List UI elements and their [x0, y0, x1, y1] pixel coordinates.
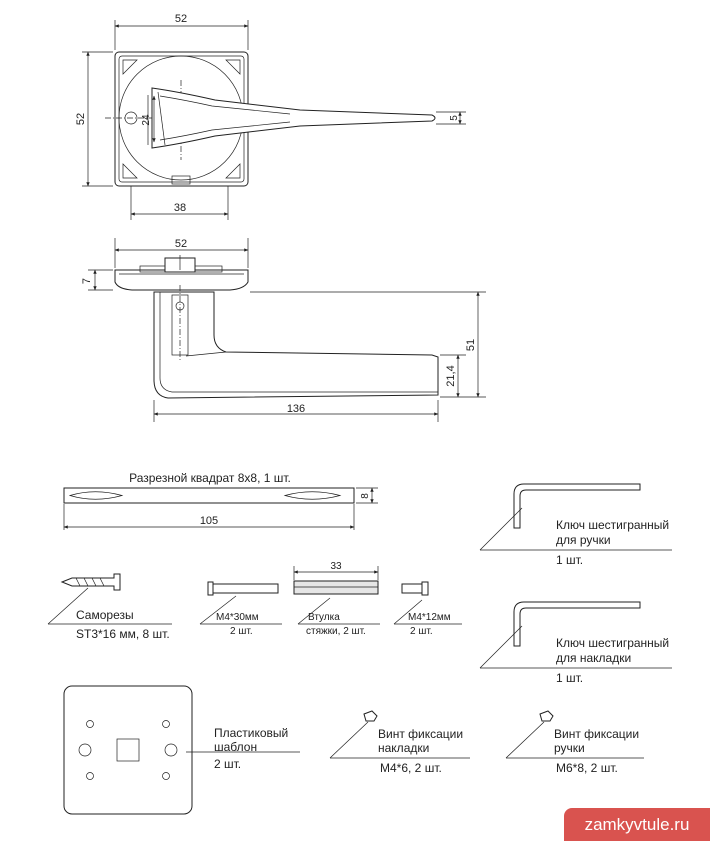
bolt-m4x30: М4*30мм 2 шт.: [199, 581, 282, 637]
hex-key-rose-qty: 1 шт.: [556, 671, 583, 685]
coupling-sleeve: 33 Втулка стяжки, 2 шт.: [293, 561, 380, 637]
bolt-m4x12: М4*12мм 2 шт.: [393, 581, 462, 637]
site-watermark: zamkyvtule.ru: [564, 808, 710, 841]
sleeve-icon: [293, 580, 379, 595]
hex-key-handle-label-2: для ручки: [556, 533, 611, 547]
template-label-1: Пластиковый: [214, 726, 288, 740]
template-icon: [63, 685, 193, 815]
set-screw-rose-label-2: накладки: [378, 741, 429, 755]
bolt-short-label: М4*12мм: [408, 612, 451, 623]
spindle-dim-length: 105: [200, 515, 218, 527]
set-screw-rose-label-1: Винт фиксации: [378, 727, 463, 741]
dim-rose-depth: 7: [81, 278, 93, 284]
screws-qty: ST3*16 мм, 8 шт.: [76, 627, 170, 641]
lever-top: [151, 87, 436, 149]
set-screw-rose-qty: М4*6, 2 шт.: [380, 761, 442, 775]
hex-key-handle-label-1: Ключ шестигранный: [556, 518, 669, 532]
dim-spindle: 24: [141, 114, 152, 126]
hex-key-handle: Ключ шестигранный для ручки 1 шт.: [479, 483, 672, 567]
split-spindle: Разрезной квадрат 8х8, 1 шт. 105 8: [63, 471, 378, 530]
bolt-short-qty: 2 шт.: [410, 626, 433, 637]
side-view: 52 7 51 21,4 136: [81, 238, 486, 422]
set-screw-handle-icon: [539, 710, 554, 722]
sleeve-dim-length: 33: [330, 561, 342, 572]
sleeve-qty: стяжки, 2 шт.: [306, 626, 366, 637]
dim-lever-thickness: 5: [449, 115, 460, 121]
hex-key-handle-icon: [513, 483, 641, 529]
dim-length: 136: [287, 403, 305, 415]
spindle-label: Разрезной квадрат 8х8, 1 шт.: [129, 471, 291, 485]
set-screw-handle-label-2: ручки: [554, 741, 585, 755]
bolt-long-icon: [207, 583, 279, 594]
dim-top-width: 52: [175, 13, 187, 25]
dim-lever-height: 21,4: [445, 365, 457, 386]
hex-key-rose-label-2: для накладки: [556, 651, 631, 665]
template-qty: 2 шт.: [214, 757, 241, 771]
bolt-long-label: М4*30мм: [216, 612, 259, 623]
template-label-2: шаблон: [214, 740, 257, 754]
set-screw-handle: Винт фиксации ручки М6*8, 2 шт.: [505, 710, 644, 775]
set-screw-rose-icon: [363, 710, 378, 722]
spindle-dim-size: 8: [360, 493, 371, 499]
hex-key-handle-qty: 1 шт.: [556, 553, 583, 567]
sleeve-label: Втулка: [308, 612, 340, 623]
hex-key-rose: Ключ шестигранный для накладки 1 шт.: [479, 601, 672, 685]
rose-side: [114, 269, 249, 291]
plastic-template: Пластиковый шаблон 2 шт.: [63, 685, 300, 815]
lever-side: [153, 291, 439, 399]
spindle-bar: [63, 487, 355, 504]
hex-key-rose-icon: [513, 601, 641, 647]
screws-label: Саморезы: [76, 608, 134, 622]
set-screw-handle-label-1: Винт фиксации: [554, 727, 639, 741]
set-screw-rose: Винт фиксации накладки М4*6, 2 шт.: [329, 710, 470, 775]
dim-side-width: 52: [175, 238, 187, 250]
dim-top-height: 52: [75, 113, 87, 125]
top-view: 52 52 24 5 38: [75, 13, 466, 220]
self-tapping-screws: Саморезы ST3*16 мм, 8 шт.: [47, 573, 172, 641]
set-screw-handle-qty: М6*8, 2 шт.: [556, 761, 618, 775]
bolt-long-qty: 2 шт.: [230, 626, 253, 637]
dim-rose-inner: 38: [174, 202, 186, 214]
screw-icon: [60, 573, 121, 591]
dim-total-height: 51: [465, 339, 477, 351]
hex-key-rose-label-1: Ключ шестигранный: [556, 636, 669, 650]
